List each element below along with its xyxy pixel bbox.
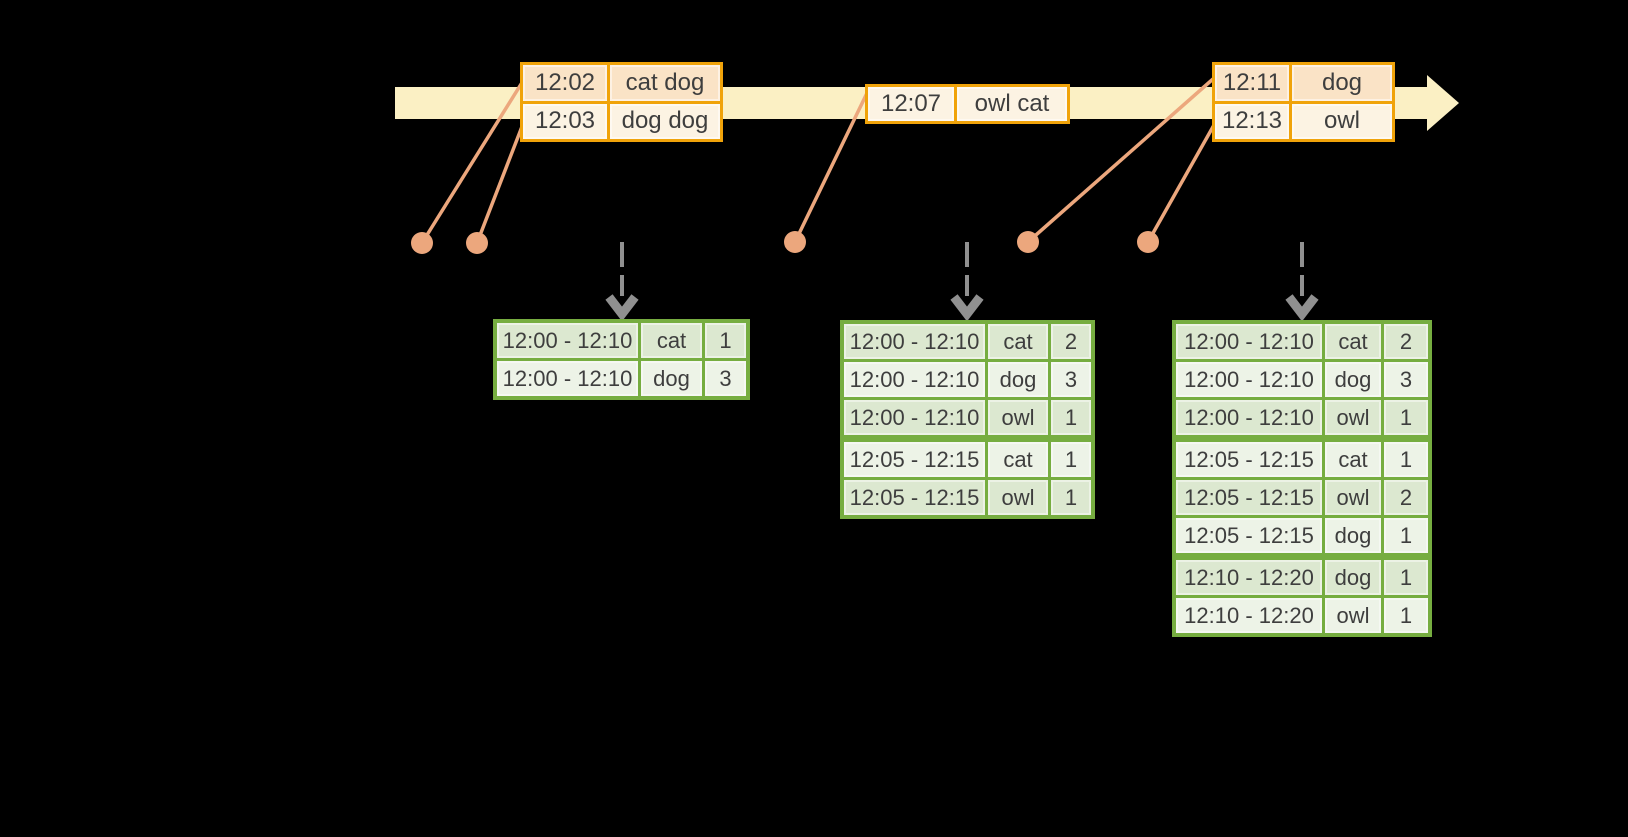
window-cell: 12:00 - 12:10 [844,324,985,359]
event-table-1: 12:02 cat dog 12:03 dog dog [520,62,723,142]
window-cell: 12:10 - 12:20 [1176,598,1322,633]
result-row: 12:00 - 12:10 dog 3 [1176,362,1428,397]
event-dot [411,232,433,254]
trigger-arrowhead-icon [950,294,984,322]
window-cell: 12:00 - 12:10 [844,362,985,397]
window-cell: 12:00 - 12:10 [1176,324,1322,359]
trigger-arrowhead-icon [605,294,639,322]
word-cell: owl [1325,400,1381,435]
event-time-cell: 12:13 [1215,103,1289,139]
window-cell: 12:05 - 12:15 [1176,518,1322,553]
event-connector-line [1146,124,1216,243]
window-cell: 12:00 - 12:10 [497,361,638,396]
result-row: 12:00 - 12:10 dog 3 [844,362,1091,397]
count-cell: 1 [1051,442,1091,477]
event-table-2: 12:07 owl cat [865,84,1070,124]
result-table-3: 12:00 - 12:10 cat 2 12:00 - 12:10 dog 3 … [1172,320,1432,637]
result-row: 12:00 - 12:10 cat 1 [497,323,746,358]
event-connector-line [793,90,870,243]
count-cell: 1 [1384,400,1428,435]
result-table-1: 12:00 - 12:10 cat 1 12:00 - 12:10 dog 3 [493,319,750,400]
event-dot [1137,231,1159,253]
word-cell: cat [988,324,1048,359]
trigger-arrowhead-icon [1285,294,1319,322]
count-cell: 1 [1384,560,1428,595]
window-cell: 12:05 - 12:15 [844,480,985,515]
result-row: 12:05 - 12:15 cat 1 [1176,442,1428,477]
window-cell: 12:00 - 12:10 [497,323,638,358]
count-cell: 1 [1384,598,1428,633]
word-cell: dog [1325,362,1381,397]
result-row: 12:05 - 12:15 cat 1 [844,442,1091,477]
window-cell: 12:00 - 12:10 [1176,362,1322,397]
event-time-cell: 12:07 [868,87,954,121]
word-cell: cat [641,323,702,358]
word-cell: cat [1325,324,1381,359]
result-row: 12:00 - 12:10 dog 3 [497,361,746,396]
window-cell: 12:05 - 12:15 [1176,480,1322,515]
result-row: 12:05 - 12:15 dog 1 [1176,518,1428,553]
word-cell: dog [988,362,1048,397]
word-cell: owl [988,400,1048,435]
count-cell: 2 [1051,324,1091,359]
word-cell: owl [1325,598,1381,633]
window-cell: 12:00 - 12:10 [1176,400,1322,435]
event-table-3: 12:11 dog 12:13 owl [1212,62,1395,142]
event-words-cell: owl [1292,103,1392,139]
count-cell: 2 [1384,480,1428,515]
window-cell: 12:10 - 12:20 [1176,560,1322,595]
count-cell: 2 [1384,324,1428,359]
word-cell: dog [641,361,702,396]
event-words-cell: dog dog [610,103,720,139]
word-cell: dog [1325,560,1381,595]
event-time-cell: 12:02 [523,65,607,101]
event-words-cell: cat dog [610,65,720,101]
window-cell: 12:05 - 12:15 [1176,442,1322,477]
event-connector-line [475,123,525,244]
event-time-cell: 12:03 [523,103,607,139]
word-cell: cat [988,442,1048,477]
window-cell: 12:00 - 12:10 [844,400,985,435]
count-cell: 3 [1051,362,1091,397]
word-cell: owl [988,480,1048,515]
count-cell: 1 [705,323,746,358]
result-row: 12:00 - 12:10 cat 2 [1176,324,1428,359]
event-words-cell: dog [1292,65,1392,101]
result-row: 12:05 - 12:15 owl 2 [1176,480,1428,515]
result-row: 12:10 - 12:20 owl 1 [1176,598,1428,633]
word-cell: dog [1325,518,1381,553]
event-connector-line [420,80,525,244]
word-cell: owl [1325,480,1381,515]
result-row: 12:00 - 12:10 owl 1 [844,400,1091,435]
event-dot [784,231,806,253]
count-cell: 1 [1051,400,1091,435]
event-words-cell: owl cat [957,87,1067,121]
event-dot [466,232,488,254]
event-connector-line [1026,77,1215,244]
count-cell: 1 [1051,480,1091,515]
count-cell: 3 [1384,362,1428,397]
timeline-arrowhead-icon [1427,75,1459,131]
count-cell: 1 [1384,442,1428,477]
result-row: 12:00 - 12:10 cat 2 [844,324,1091,359]
window-cell: 12:05 - 12:15 [844,442,985,477]
event-dot [1017,231,1039,253]
result-row: 12:05 - 12:15 owl 1 [844,480,1091,515]
count-cell: 3 [705,361,746,396]
result-row: 12:10 - 12:20 dog 1 [1176,560,1428,595]
result-row: 12:00 - 12:10 owl 1 [1176,400,1428,435]
result-table-2: 12:00 - 12:10 cat 2 12:00 - 12:10 dog 3 … [840,320,1095,519]
word-cell: cat [1325,442,1381,477]
count-cell: 1 [1384,518,1428,553]
event-time-cell: 12:11 [1215,65,1289,101]
